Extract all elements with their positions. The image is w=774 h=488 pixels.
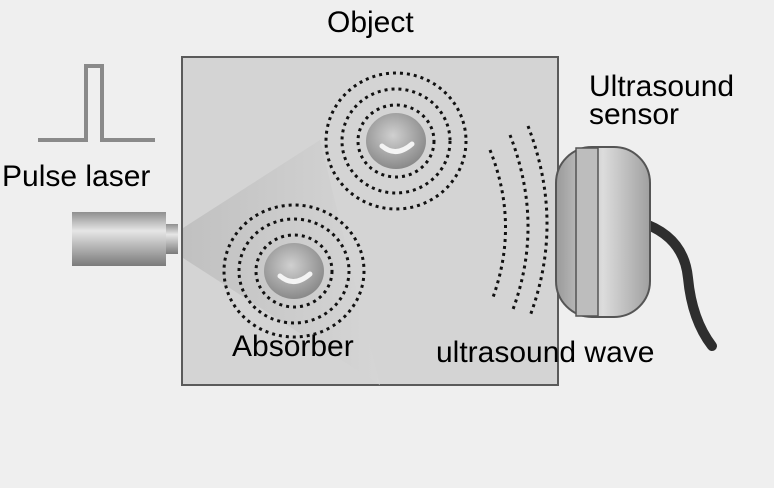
absorber-label: Absorber [232, 330, 354, 363]
ultrasound-wave-label: ultrasound wave [436, 336, 655, 369]
upper-absorber-waves [324, 71, 468, 211]
sensor-label-line1: Ultrasound [589, 70, 735, 103]
laser-device-icon [72, 212, 178, 266]
ultrasound-sensor-icon [555, 146, 651, 318]
upper-absorber-icon [366, 113, 426, 169]
sensor-label-line2: sensor [589, 98, 680, 131]
pulse-laser-label: Pulse laser [2, 160, 151, 193]
pulse-waveform-icon [38, 64, 155, 142]
lower-absorber-waves [222, 203, 366, 339]
object-label: Object [327, 6, 414, 39]
sensor-cable [635, 217, 717, 351]
ultrasound-wave-arcs [488, 125, 549, 317]
lower-absorber-icon [264, 243, 324, 299]
